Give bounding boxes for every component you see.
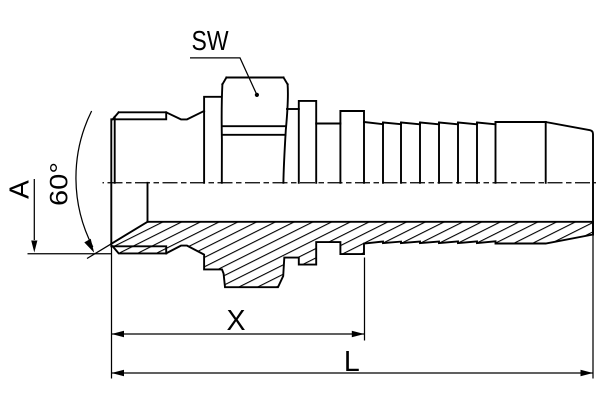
svg-text:L: L <box>344 346 360 378</box>
svg-text:SW: SW <box>192 25 229 56</box>
svg-text:60°: 60° <box>46 162 74 206</box>
svg-text:X: X <box>226 305 245 337</box>
svg-text:A: A <box>4 180 35 199</box>
